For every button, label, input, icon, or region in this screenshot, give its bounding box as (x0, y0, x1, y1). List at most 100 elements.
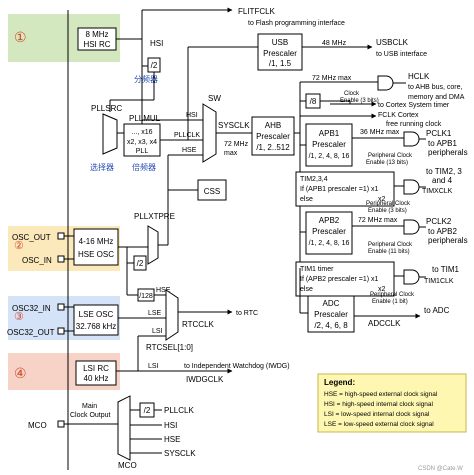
pllmul-label: PLLMUL (129, 114, 161, 123)
ahb-sub2: /1, 2..512 (256, 143, 290, 152)
legend-item-lse: LSE = low-speed external clock signal (324, 421, 434, 428)
pll-mult-2: x2, x3, x4 (127, 139, 157, 146)
lsi-rtc-label: LSI (152, 328, 163, 335)
mco-mux-label: MCO (118, 461, 137, 470)
marker-4: ④ (14, 365, 27, 381)
osc-in-label: OSC_IN (22, 256, 52, 265)
hclk-desc1: to AHB bus, core, (408, 84, 463, 91)
hclk-clock-enable-2: Enable (3 bits) (340, 98, 379, 104)
legend-item-hsi: HSI = high-speed internal clock signal (324, 401, 433, 408)
marker-3: ③ (14, 311, 24, 323)
tim1-desc: to TIM1 (432, 265, 460, 274)
flitfclk-label: FLITFCLK (238, 7, 276, 16)
apb1-pce-2: Enable (13 bits) (366, 160, 408, 166)
apb1-sub2: /1, 2, 4, 8, 16 (309, 153, 350, 160)
mco-pllclk-label: PLLCLK (164, 406, 194, 415)
adcclk-label: ADCCLK (368, 319, 401, 328)
lse-osc-line2: 32.768 kHz (76, 322, 116, 331)
apb2-pce-1: Peripheral Clock (368, 242, 413, 248)
tim1-pce-1: Peripheral Clock (370, 292, 415, 298)
hclk-and-gate (377, 75, 394, 91)
hclk-desc2: memory and DMA (408, 94, 465, 101)
sysclk-max-2: max (224, 150, 238, 157)
tim1-else: else (300, 286, 313, 293)
apb1-pce-1: Peripheral Clock (368, 153, 413, 159)
mco-mux (117, 395, 131, 461)
apb2-max: 72 MHz max (358, 217, 398, 224)
pclk1-label: PCLK1 (426, 129, 452, 138)
tim1-pce-2: Enable (1 bit) (372, 299, 408, 305)
main-clock-output-line1: Main (82, 403, 97, 410)
tim1-x2: x2 (378, 286, 386, 293)
rtcclk-label: RTCCLK (182, 320, 215, 329)
pll-label: PLL (136, 148, 149, 155)
tim234-box (295, 171, 395, 207)
tim234-pce-2: Enable (3 bits) (368, 208, 407, 214)
tim234-x2: x2 (378, 196, 386, 203)
lsi-rc-line2: 40 kHz (84, 374, 109, 383)
usb-prescaler-box (257, 33, 303, 71)
sysclk-max-1: 72 MHz (224, 141, 249, 148)
hse-osc-line2: HSE OSC (78, 250, 114, 259)
tim234-else: else (300, 196, 313, 203)
apb2-desc: to APB2 (428, 227, 457, 236)
apb2-pce-2: Enable (11 bits) (368, 249, 410, 255)
apb2-sub2: /1, 2, 4, 8, 16 (309, 240, 350, 247)
systimer-desc: to Cortex System timer (378, 102, 450, 109)
hsi-div2-label: /2 (151, 61, 158, 70)
pllsrc-label: PLLSRC (91, 104, 122, 113)
hclk-name: HCLK (408, 72, 430, 81)
rtcsel-label: RTCSEL[1:0] (146, 343, 193, 352)
lsi-rc-box (75, 360, 117, 386)
lsi-iwdg-label: LSI (148, 363, 159, 370)
ahb-title: AHB (265, 121, 281, 130)
usb-freq: 48 MHz (322, 40, 347, 47)
usb-sub1: Prescaler (263, 49, 297, 58)
marker-2: ② (14, 240, 24, 252)
apb2-title: APB2 (319, 216, 340, 225)
hse-rtc-label: HSE (156, 287, 171, 294)
tim234-rule: If (APB1 prescaler =1) x1 (300, 186, 379, 193)
pll-mult-1: ..., x16 (131, 129, 152, 136)
pclk1-and-gate (403, 131, 420, 147)
ahb-sub1: Prescaler (256, 132, 290, 141)
sw-mux (202, 103, 217, 163)
usb-desc: to USB interface (376, 51, 427, 58)
osc-in-pin (57, 255, 65, 263)
apb2-prescaler-box (305, 211, 353, 255)
mco-pin (57, 420, 65, 428)
apb1-title: APB1 (319, 129, 340, 138)
lse-osc-line1: LSE OSC (79, 310, 114, 319)
tim1clk-label: TIM1CLK (424, 278, 454, 285)
timx-and-gate (403, 179, 420, 195)
tim234-desc-1: to TIM2, 3 (426, 167, 462, 176)
legend-item-lsi: LSI = low-speed internal clock signal (324, 411, 430, 418)
osc-out-label: OSC_OUT (12, 233, 51, 242)
pllxtpre-mux (147, 225, 159, 265)
pll-box (123, 123, 161, 157)
watermark: CSDN @Cate.W (418, 466, 463, 472)
hclk-clock-enable-1: Clock (344, 91, 360, 97)
to-iwdg-label: to Independent Watchdog (IWDG) (184, 363, 290, 370)
beipinqi-label: 倍频器 (132, 162, 156, 172)
osc32-out-label: OSC32_OUT (7, 328, 55, 337)
div128-label: /128 (139, 293, 153, 300)
apb1-prescaler-box (305, 123, 353, 167)
hse-div2-box (133, 255, 147, 271)
apb1-max: 36 MHz max (360, 129, 400, 136)
iwdgclk-label: IWDGCLK (186, 375, 224, 384)
hsi-sw-label: HSI (186, 112, 198, 119)
lse-rtc-label: LSE (148, 310, 162, 317)
pclk2-and-gate (403, 219, 420, 235)
adc-desc: to ADC (424, 306, 450, 315)
pclk2-label: PCLK2 (426, 217, 452, 226)
osc32-in-pin (57, 303, 65, 311)
adc-prescaler-box (307, 295, 355, 333)
flitf-desc: to Flash programming interface (248, 20, 345, 27)
pllxtpre-label: PLLXTPRE (134, 212, 175, 221)
pllsrc-mux (102, 113, 118, 155)
mco-sysclk-label: SYSCLK (164, 449, 196, 458)
lsi-rc-line1: LSI RC (83, 364, 109, 373)
mco-pin-label: MCO (28, 421, 47, 430)
